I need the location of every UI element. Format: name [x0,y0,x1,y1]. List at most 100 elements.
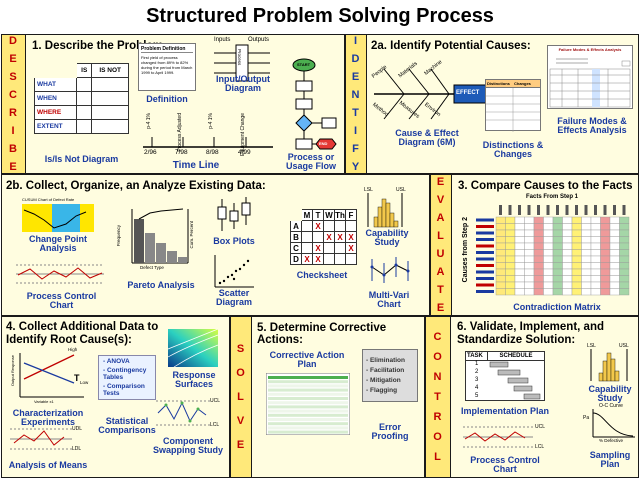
band-letter: E [236,439,246,451]
proof-item: - Mitigation [366,377,401,384]
matrix-caption: Contradiction Matrix [513,302,601,312]
capability-graphic [367,193,403,228]
timeline-event: p-4 1% [208,113,214,129]
scatter-graphic [214,255,254,288]
matrix-cell [562,242,573,250]
stat-item: - Comparison Tests [103,383,145,397]
io-process-label: Process [237,49,242,66]
checksheet-col: F [345,209,357,221]
matrix-cell [619,288,630,296]
band-letter: S [236,343,246,355]
sampling-chart: O-C Curve Pa % Defective [583,403,637,443]
checksheet-cell [323,242,335,254]
component-swap-graphic [156,400,210,426]
stat-item: - Contingency Tables [103,367,147,381]
matrix-cell [533,268,544,276]
characterization-high: High [68,347,78,352]
matrix-cell [581,229,592,237]
matrix-cell [619,229,630,237]
matrix-cell [600,242,611,250]
samp-xlabel: % Defective [599,438,624,443]
band-letter: V [436,194,446,206]
characterization-ylabel: Output Response [10,355,15,387]
plan-row [268,401,348,405]
matrix-cell [600,268,611,276]
matrix-cell [571,249,582,257]
band-letter: O [236,367,246,379]
checksheet-cell: X [334,231,346,243]
matrix-cell [505,236,516,244]
matrix-cell [581,262,592,270]
matrix-cell [581,242,592,250]
matrix-cell [552,262,563,270]
band-letter: B [9,143,18,155]
changes-header: Changes [514,81,531,86]
matrix-cell [581,223,592,231]
pcc6-graphic [463,426,533,448]
checksheet-caption: Checksheet [296,270,348,280]
matrix-col-label [546,205,550,215]
matrix-cell [514,268,525,276]
band-letter: A [436,212,446,224]
step3-title: 3. Compare Causes to the Facts [458,180,633,192]
matrix-cell [581,236,592,244]
checksheet-cell [301,231,313,243]
statistical-comparisons-box: - ANOVA - Contingency Tables - Compariso… [98,355,156,400]
matrix-cell [524,236,535,244]
checksheet-cell: X [312,220,324,232]
checksheet-col: Th [334,209,346,221]
timeline-caption: Time Line [172,160,220,171]
band-letter: D [9,35,18,47]
checksheet-cell: X [323,231,335,243]
timeline-event: p-4 1% [146,113,152,129]
matrix-cell [514,229,525,237]
matrix-cell [552,288,563,296]
checksheet-cell [301,242,313,254]
multivari-caption: Multi-Vari Chart [368,290,410,310]
matrix-cell [533,249,544,257]
matrix-cell [590,229,601,237]
matrix-cell [524,275,535,283]
matrix-cell [619,236,630,244]
matrix-cell [543,255,554,263]
matrix-cell [543,242,554,250]
matrix-cell [590,288,601,296]
matrix-cell [581,288,592,296]
matrix-cell [571,275,582,283]
matrix-row-label [476,225,494,228]
matrix-cell [552,229,563,237]
matrix-cell [524,216,535,224]
checksheet-cell [323,253,335,265]
matrix-cell [495,268,506,276]
matrix-cell [543,275,554,283]
matrix-cell [581,268,592,276]
matrix-cell [552,236,563,244]
capability-lsl: LSL [364,187,373,193]
matrix-cell [514,255,525,263]
matrix-cell [505,242,516,250]
matrix-cell [619,268,630,276]
step2a-panel: 2a. Identify Potential Causes: People Ma… [366,34,639,174]
matrix-row-label [476,251,494,254]
matrix-cell [619,223,630,231]
matrix-cell [619,281,630,289]
matrix-cell [514,275,525,283]
pcc6-ucl: UCL [535,424,546,430]
step4-panel: 4. Collect Additional Data to Identify R… [1,316,230,478]
matrix-cell [524,223,535,231]
matrix-cell [600,262,611,270]
fmea-grid [549,58,631,108]
distinctions-header: Distinctions [487,81,510,86]
matrix-cell [562,216,573,224]
plan-row [268,426,348,430]
impl-header-schedule: SCHEDULE [499,353,533,359]
impl-row-num: 5 [475,393,479,399]
matrix-cell [505,268,516,276]
pareto-caption: Pareto Analysis [127,280,195,290]
proof-item: - Facilitation [366,367,405,374]
band-letter: C [9,89,18,101]
step6-title: 6. Validate, Implement, and Standardize … [457,321,604,347]
pcc6-caption: Process Control Chart [470,455,540,475]
cusum-chart: CUSUM Chart of Defect Rate [22,197,94,233]
